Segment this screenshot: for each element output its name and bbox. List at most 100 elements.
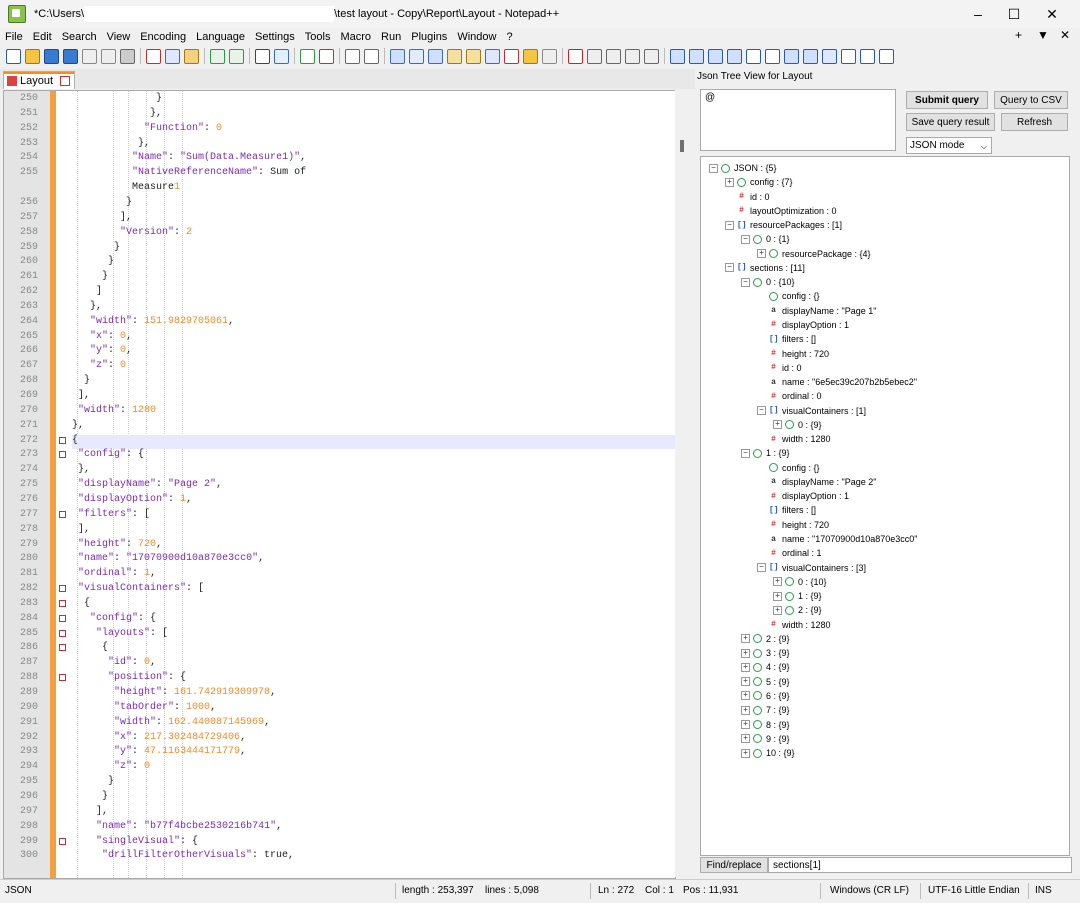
tree-node[interactable]: #height : 720 [757,518,829,532]
json-viewer-icon[interactable] [670,48,685,64]
query-to-csv-button[interactable]: Query to CSV [994,91,1068,109]
code-line[interactable]: ], [96,805,109,817]
expand-icon[interactable]: + [757,249,766,259]
menu-view[interactable]: View [106,30,131,43]
code-line[interactable]: Measure1 [132,182,181,194]
tree-node[interactable]: +2 : {9} [773,603,822,617]
code-line[interactable]: "name": "17070900d10a870e3cc0", [78,553,265,565]
json-random-icon[interactable] [860,48,875,64]
json-tree[interactable]: −JSON : {5}+config : {7}#id : 0#layoutOp… [700,156,1070,856]
tree-node[interactable]: +4 : {9} [741,660,790,674]
tree-node[interactable]: #ordinal : 0 [757,389,821,403]
collapse-icon[interactable]: − [725,220,734,230]
tree-node[interactable]: #ordinal : 1 [757,546,821,560]
record-macro-icon[interactable] [568,48,583,64]
code-line[interactable]: "filters": [ [78,508,151,520]
save-all-icon[interactable] [63,48,78,64]
paste-icon[interactable] [184,48,199,64]
copy-icon[interactable] [165,48,180,64]
code-line[interactable]: "width": 1280 [78,404,157,416]
status-encoding[interactable]: UTF-16 Little Endian [928,885,1020,896]
fold-toggle-icon[interactable] [59,585,66,593]
json-lint-icon[interactable] [879,48,894,64]
expand-icon[interactable]: + [741,691,750,701]
tree-node[interactable]: −0 : {1} [741,232,790,246]
tree-node[interactable]: −[]sections : [11] [725,261,805,275]
tree-node[interactable]: +10 : {9} [741,746,795,760]
save-query-result-button[interactable]: Save query result [906,113,995,131]
collapse-icon[interactable]: − [741,234,750,244]
code-line[interactable]: "config": { [78,449,145,461]
code-line[interactable]: "name": "b77f4bcbe2530216b741", [96,820,283,832]
json-format-icon[interactable] [689,48,704,64]
menu-help[interactable]: ? [506,30,513,43]
status-insert-mode[interactable]: INS [1035,885,1052,896]
expand-icon[interactable]: + [741,720,750,730]
tree-node[interactable]: +0 : {9} [773,418,822,432]
tree-node[interactable]: +9 : {9} [741,732,790,746]
menu-encoding[interactable]: Encoding [140,30,187,43]
tree-node[interactable]: −[]visualContainers : [3] [757,561,866,575]
fold-toggle-icon[interactable] [59,837,66,845]
doc-map-icon[interactable] [466,48,481,64]
code-line[interactable]: "width": 151.9829705061, [90,315,235,327]
close-all-icon[interactable] [101,48,116,64]
collapse-icon[interactable]: − [741,277,750,287]
all-chars-icon[interactable] [409,48,424,64]
code-line[interactable]: "Version": 2 [120,226,193,238]
menu-macro[interactable]: Macro [340,30,372,43]
code-line[interactable]: } [84,375,91,387]
menu-window[interactable]: Window [457,30,497,43]
tab-list-icon[interactable]: ▼ [1037,28,1049,42]
status-eol[interactable]: Windows (CR LF) [830,885,909,896]
new-file-icon[interactable] [6,48,21,64]
tree-node[interactable]: #displayOption : 1 [757,318,849,332]
scroll-thumb[interactable] [680,140,684,152]
close-file-icon[interactable] [82,48,97,64]
code-line[interactable]: "layouts": [ [96,627,169,639]
code-line[interactable]: "x": 217.302484729406, [114,731,247,743]
expand-icon[interactable]: + [741,662,750,672]
tree-node[interactable]: config : {} [757,289,820,303]
tree-node[interactable]: +7 : {9} [741,703,790,717]
code-line[interactable]: ] [96,286,103,298]
code-line[interactable]: "displayName": "Page 2", [78,479,223,491]
code-line[interactable]: }, [90,300,103,312]
zoom-in-icon[interactable] [300,48,315,64]
expand-icon[interactable]: + [773,420,782,430]
fold-toggle-icon[interactable] [59,644,66,652]
expand-icon[interactable]: + [773,591,782,601]
json-tree-icon[interactable] [784,48,799,64]
tree-node[interactable]: #id : 0 [757,361,801,375]
tree-node[interactable]: #id : 0 [725,190,769,204]
tree-node[interactable]: −JSON : {5} [709,161,777,175]
sync-v-icon[interactable] [345,48,360,64]
indent-guide-icon[interactable] [428,48,443,64]
tree-node[interactable]: []filters : [] [757,332,816,346]
wrap-icon[interactable] [390,48,405,64]
expand-icon[interactable]: + [741,677,750,687]
code-line[interactable]: "height": 161.742919309978, [114,687,277,698]
tree-node[interactable]: #width : 1280 [757,618,830,632]
code-line[interactable]: "id": 0, [108,657,157,669]
play-macro-icon[interactable] [606,48,621,64]
fold-toggle-icon[interactable] [59,451,66,459]
code-line[interactable]: "width": 162.440087145969, [114,716,271,728]
tab-close-icon[interactable] [60,75,70,86]
tree-node[interactable]: −0 : {10} [741,275,795,289]
find-input[interactable]: sections[1] [768,857,1072,873]
code-line[interactable]: } [126,196,133,208]
submit-query-button[interactable]: Submit query [906,91,988,109]
minimize-button[interactable]: – [960,0,996,28]
code-line[interactable]: { [102,642,109,654]
arrow-down-icon[interactable] [765,48,780,64]
menu-search[interactable]: Search [61,30,97,43]
menu-edit[interactable]: Edit [32,30,52,43]
tree-node[interactable]: −1 : {9} [741,446,790,460]
find-replace-button[interactable]: Find/replace [700,857,768,873]
editor-scrollbar[interactable] [675,90,689,877]
